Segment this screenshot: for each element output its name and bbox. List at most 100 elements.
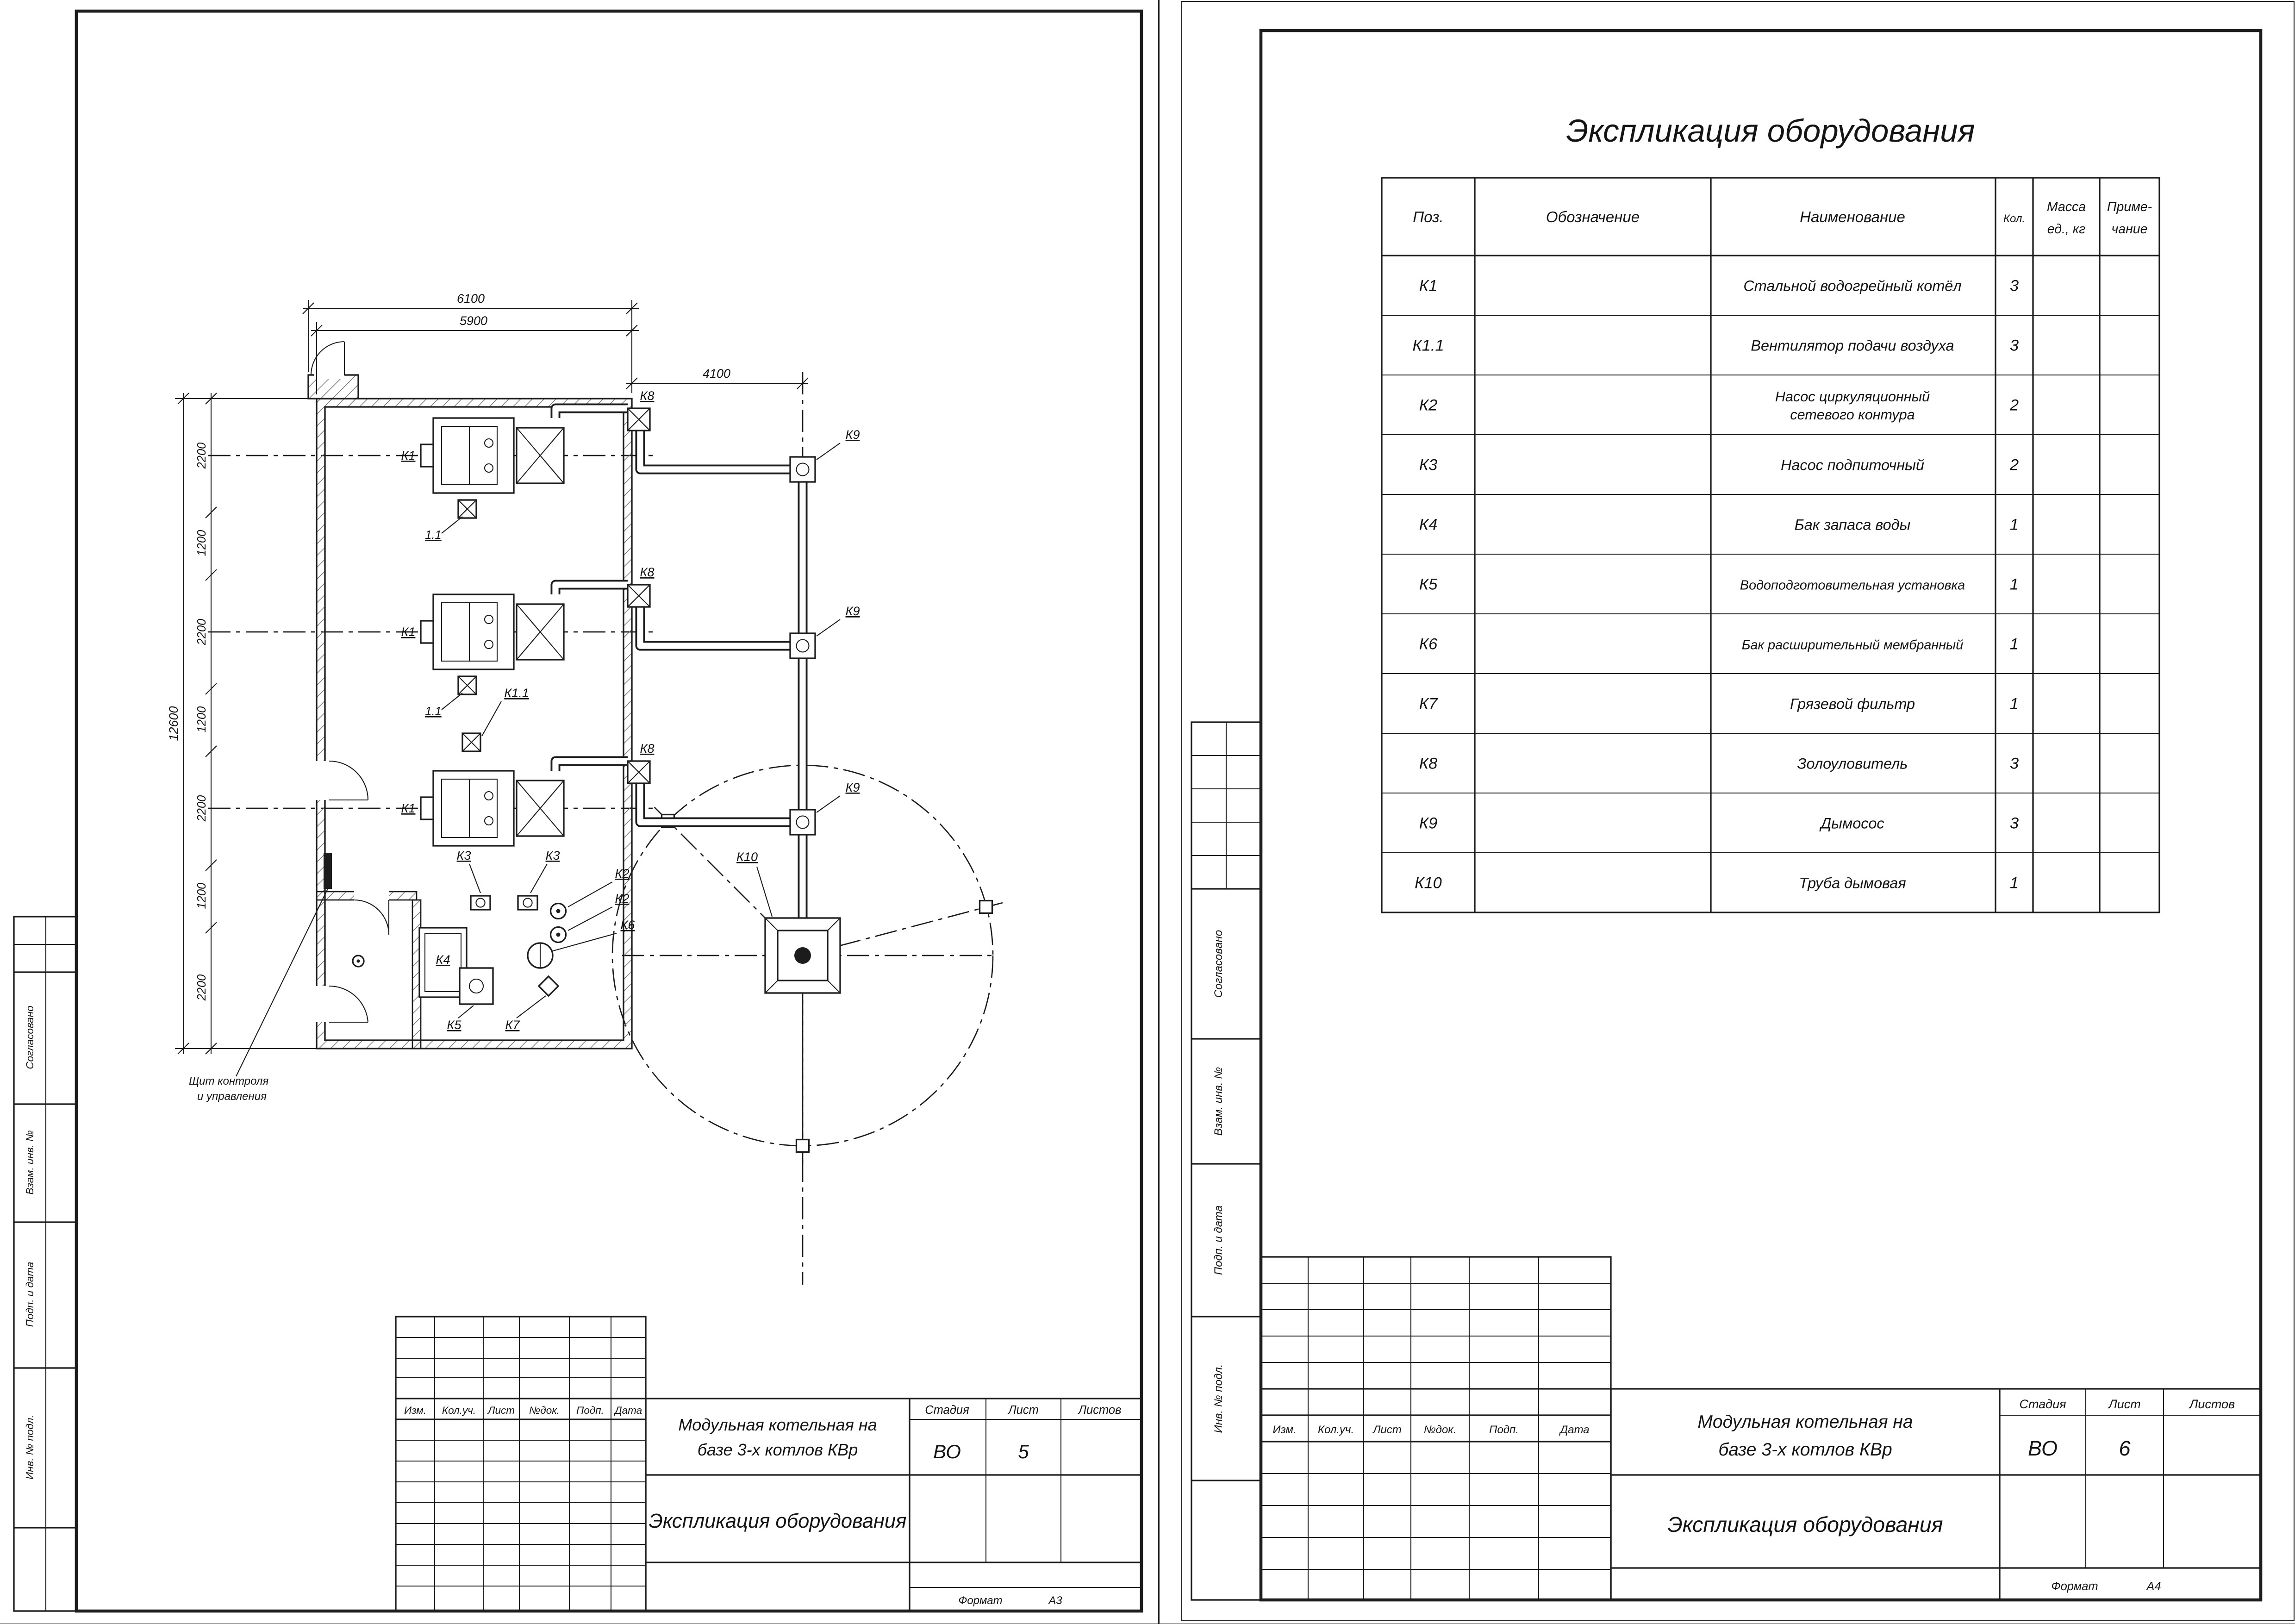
label-k2-2: К2 — [615, 892, 630, 906]
row-pos: К10 — [1415, 874, 1442, 892]
row-name: Насос подпиточный — [1781, 457, 1924, 474]
right-revision-grid: Изм. Кол.уч. Лист №док. Подп. Дата — [1260, 1256, 1612, 1601]
row-qty: 3 — [2010, 755, 2019, 773]
row-name: Дымосос — [1819, 815, 1884, 832]
left-revision-grid: Изм. Кол.уч. Лист №док. Подп. Дата — [395, 1316, 647, 1612]
right-side-strip: Согласовано Взам. инв. № Подп. и дата Ин… — [1191, 721, 1262, 1601]
row-pos: К7 — [1419, 695, 1438, 713]
ash-collectors-k8 — [627, 407, 651, 784]
row-name: Бак запаса воды — [1795, 517, 1911, 533]
label-k8-2: К8 — [640, 565, 655, 579]
dim-v-0: 2200 — [195, 443, 208, 469]
rev-col-podp: Подп. — [1489, 1424, 1519, 1436]
doors — [310, 341, 390, 1023]
col-mass-l1: Масса — [2047, 200, 2086, 214]
side-label-inv: Инв. № подл. — [1212, 1364, 1225, 1433]
sheets-label: Листов — [1078, 1404, 1122, 1417]
floor-plan: 6100 5900 4100 2200 1200 2200 1200 2200 … — [167, 292, 1003, 1285]
row-name: Бак расширительный мембранный — [1742, 638, 1964, 653]
right-paper-edge — [1181, 0, 2295, 1622]
left-main-block: Стадия Лист Листов ВО 5 Модульная котель… — [645, 1398, 1142, 1612]
left-side-strip: Согласовано Взам. инв. № Подп. и дата Ин… — [13, 916, 77, 1612]
row-name: Золоуловитель — [1797, 756, 1908, 772]
rev-col-list: Лист — [1372, 1424, 1402, 1436]
sheet-label: Лист — [1007, 1404, 1039, 1417]
boiler-k1-row3 — [420, 732, 565, 847]
project-name-l1: Модульная котельная на — [678, 1415, 877, 1434]
spec-title: Экспликация оборудования — [1566, 113, 1975, 149]
left-sheet-plan: Согласовано Взам. инв. № Подп. и дата Ин… — [13, 9, 1143, 1613]
smoke-exhausters-k9 — [789, 456, 816, 836]
row-pos: К1 — [1419, 277, 1438, 295]
rev-col-data: Дата — [1559, 1424, 1589, 1436]
row-name-l1: Насос циркуляционный — [1775, 389, 1930, 405]
dimensions — [175, 300, 809, 1055]
aux-equipment — [324, 853, 567, 1005]
col-name: Наименование — [1800, 208, 1905, 225]
side-label-podp: Подп. и дата — [1212, 1206, 1225, 1275]
row-qty: 1 — [2010, 636, 2019, 653]
label-k1-1: К1 — [401, 449, 416, 462]
label-k11-short-2: 1.1 — [425, 705, 441, 718]
rev-col-ndok: №док. — [529, 1405, 560, 1416]
label-k8-1: К8 — [640, 389, 655, 403]
col-pos: Поз. — [1413, 208, 1443, 225]
stage-label: Стадия — [2019, 1397, 2066, 1411]
label-k11: К1.1 — [504, 686, 529, 700]
dim-v-5: 1200 — [195, 883, 208, 909]
format-value: А3 — [1048, 1594, 1062, 1607]
row-name: Грязевой фильтр — [1790, 696, 1915, 712]
row-pos: К9 — [1419, 815, 1438, 832]
col-mass-l2: ед., кг — [2047, 222, 2086, 237]
col-note-l2: чание — [2112, 222, 2148, 237]
side-label-vzam: Взам. инв. № — [1212, 1067, 1225, 1136]
row-pos: К3 — [1419, 456, 1438, 474]
sheet-divider — [1158, 0, 1160, 1624]
rev-col-list: Лист — [487, 1405, 515, 1416]
flue-ducts — [550, 403, 808, 918]
row-qty: 3 — [2010, 815, 2019, 832]
right-title-block: Изм. Кол.уч. Лист №док. Подп. Дата Стади… — [1260, 1256, 2262, 1601]
label-k3-1: К3 — [457, 849, 471, 862]
col-note-l1: Приме- — [2107, 200, 2152, 214]
side-label-soglasovano: Согласовано — [1212, 930, 1225, 998]
project-name-l1: Модульная котельная на — [1697, 1412, 1913, 1432]
row-name-l2: сетевого контура — [1790, 407, 1915, 423]
plan-texts: 6100 5900 4100 2200 1200 2200 1200 2200 … — [167, 292, 860, 1103]
row-qty: 3 — [2010, 337, 2019, 355]
row-qty: 1 — [2010, 695, 2019, 713]
dim-width-outer: 6100 — [457, 292, 485, 306]
row-name: Водоподготовительная установка — [1740, 578, 1965, 593]
sheet-value: 5 — [1018, 1441, 1029, 1462]
row-pos: К6 — [1419, 636, 1438, 653]
label-k9-1: К9 — [846, 428, 860, 442]
doc-title: Экспликация оборудования — [649, 1510, 907, 1532]
spec-table: Поз. Обозначение Наименование Кол. Масса… — [1381, 177, 2160, 913]
doc-title: Экспликация оборудования — [1667, 1512, 1943, 1537]
dim-total: 12600 — [167, 706, 181, 741]
label-k4: К4 — [436, 953, 450, 967]
right-sheet-spec: Согласовано Взам. инв. № Подп. и дата Ин… — [1181, 0, 2295, 1622]
dim-flue: 4100 — [703, 367, 730, 381]
boiler-k1-row2 — [420, 593, 565, 695]
label-k8-3: К8 — [640, 742, 655, 756]
label-k11-short-1: 1.1 — [425, 529, 441, 542]
stage-value: ВО — [2028, 1437, 2058, 1460]
rev-col-koluch: Кол.уч. — [442, 1405, 476, 1416]
dim-v-6: 2200 — [195, 974, 208, 1001]
label-k9-2: К9 — [846, 604, 860, 618]
project-name-l2: базе 3-х котлов КВр — [698, 1440, 858, 1459]
format-label: Формат — [958, 1594, 1002, 1607]
label-k9-3: К9 — [846, 781, 860, 794]
row-qty: 1 — [2010, 874, 2019, 892]
row-pos: К4 — [1419, 516, 1438, 534]
row-pos: К5 — [1419, 576, 1438, 593]
sheet-value: 6 — [2119, 1437, 2131, 1460]
row-pos: К8 — [1419, 755, 1438, 773]
spec-table-rows: К1 Стальной водогрейный котёл 3 К1.1 Вен… — [1412, 277, 2019, 892]
label-k1-2: К1 — [401, 625, 416, 639]
row-pos: К1.1 — [1412, 337, 1444, 355]
side-label-podp: Подп. и дата — [24, 1262, 36, 1327]
row-pos: К2 — [1419, 397, 1438, 414]
